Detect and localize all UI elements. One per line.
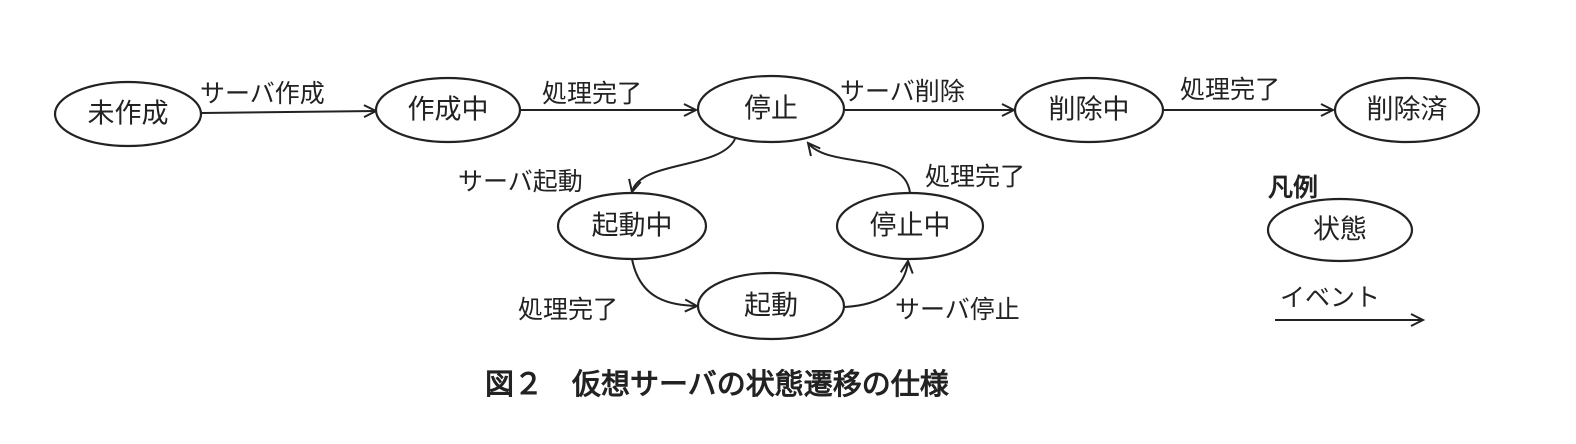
state-stopped: 停止 bbox=[696, 74, 846, 144]
svg-text:起動中: 起動中 bbox=[592, 211, 673, 242]
state-running: 起動 bbox=[696, 271, 846, 341]
legend-event-label: イベント bbox=[1280, 283, 1380, 312]
event-label-complete: 処理完了 bbox=[518, 295, 618, 324]
state-creating: 作成中 bbox=[374, 76, 522, 144]
event-label-delete-server: サーバ削除 bbox=[840, 77, 965, 106]
svg-text:未作成: 未作成 bbox=[88, 99, 169, 130]
svg-text:停止中: 停止中 bbox=[870, 211, 951, 242]
arrow-start-server bbox=[632, 138, 736, 192]
event-label-complete: 処理完了 bbox=[542, 79, 642, 108]
svg-text:削除済: 削除済 bbox=[1367, 95, 1448, 126]
svg-text:削除中: 削除中 bbox=[1049, 95, 1130, 126]
arrow-starting-complete bbox=[631, 258, 697, 306]
svg-text:起動: 起動 bbox=[744, 291, 798, 322]
svg-text:作成中: 作成中 bbox=[408, 95, 489, 126]
svg-text:状態: 状態 bbox=[1313, 215, 1367, 246]
event-label-create-server: サーバ作成 bbox=[200, 79, 325, 108]
state-stopping: 停止中 bbox=[835, 191, 985, 261]
state-deleted: 削除済 bbox=[1333, 76, 1481, 144]
event-label-complete: 処理完了 bbox=[925, 162, 1025, 191]
state-uncreated: 未作成 bbox=[53, 80, 203, 148]
event-label-start-server: サーバ起動 bbox=[458, 167, 583, 196]
svg-text:停止: 停止 bbox=[744, 94, 798, 125]
state-deleting: 削除中 bbox=[1013, 76, 1165, 144]
legend-title: 凡例 bbox=[1268, 173, 1318, 202]
arrow-stopping-complete bbox=[808, 143, 911, 194]
event-label-complete: 処理完了 bbox=[1180, 75, 1280, 104]
arrow-stop-server bbox=[844, 261, 908, 308]
event-label-stop-server: サーバ停止 bbox=[895, 295, 1020, 324]
legend-state: 状態 bbox=[1266, 197, 1414, 263]
state-starting: 起動中 bbox=[556, 191, 708, 261]
figure-caption: 図２ 仮想サーバの状態遷移の仕様 bbox=[485, 367, 950, 401]
arrow-create-server bbox=[201, 111, 376, 113]
